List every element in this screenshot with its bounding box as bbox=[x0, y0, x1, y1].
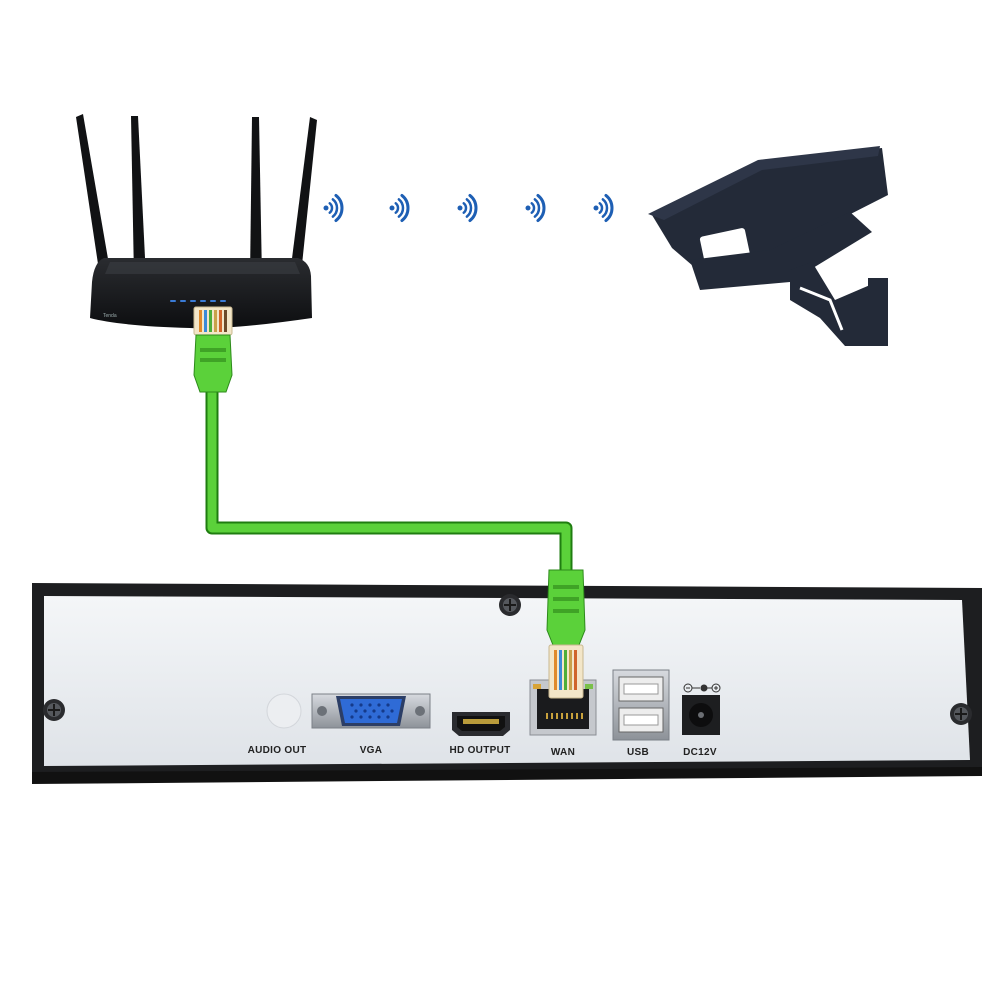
rj45-connector-router bbox=[193, 306, 233, 393]
antenna bbox=[76, 114, 112, 284]
router-body bbox=[90, 258, 312, 329]
nvr-bottom-edge bbox=[32, 767, 982, 784]
vga-port bbox=[311, 693, 431, 729]
wifi-router: Tenda bbox=[76, 114, 317, 329]
antenna bbox=[131, 116, 146, 278]
camera-body-lower bbox=[690, 212, 872, 290]
antenna bbox=[250, 117, 262, 278]
dc-power-port bbox=[682, 683, 721, 735]
hdmi-port bbox=[452, 712, 510, 736]
rj45-connector-nvr bbox=[546, 569, 586, 699]
wifi-signal-icon bbox=[323, 193, 344, 223]
screw-icon bbox=[950, 703, 972, 725]
camera-visor bbox=[648, 146, 880, 220]
router-status-leds bbox=[170, 300, 226, 302]
wifi-signal-icon bbox=[457, 193, 478, 223]
connector-wires bbox=[554, 650, 577, 690]
cable-line-fill bbox=[207, 385, 571, 575]
cable-line bbox=[205, 385, 573, 575]
router-antennas bbox=[76, 114, 317, 284]
screw-icon bbox=[499, 594, 521, 616]
wifi-signal-icon bbox=[593, 193, 614, 223]
router-brand-logo: Tenda bbox=[103, 313, 117, 319]
vga-label: VGA bbox=[360, 745, 383, 756]
port-labels: AUDIO OUT VGA HD OUTPUT WAN USB DC12V bbox=[248, 745, 717, 758]
hd-output-label: HD OUTPUT bbox=[449, 745, 510, 756]
audio-out-port bbox=[266, 693, 302, 729]
usb-ports bbox=[612, 669, 670, 741]
camera-mount-arm bbox=[790, 262, 888, 346]
usb-label: USB bbox=[627, 747, 649, 758]
wifi-signal-icon bbox=[389, 193, 410, 223]
polarity-icon bbox=[683, 683, 721, 693]
nvr-device: AUDIO OUT VGA HD OUTPUT WAN USB DC12V bbox=[32, 583, 982, 784]
wifi-signal-icon bbox=[525, 193, 546, 223]
wan-label: WAN bbox=[551, 747, 575, 758]
router-top-highlight bbox=[105, 262, 300, 274]
vga-pins bbox=[350, 703, 394, 719]
screw-icon bbox=[43, 699, 65, 721]
camera-arm-highlight bbox=[799, 286, 844, 331]
connector-wires bbox=[199, 310, 227, 332]
audio-out-label: AUDIO OUT bbox=[248, 745, 307, 756]
nvr-back-panel bbox=[44, 596, 970, 766]
cctv-camera-icon bbox=[648, 146, 888, 346]
ethernet-cable bbox=[205, 385, 573, 575]
wifi-signal-group bbox=[323, 193, 614, 223]
camera-mount-plate bbox=[868, 278, 888, 346]
antenna bbox=[289, 117, 317, 284]
dc12v-label: DC12V bbox=[683, 747, 717, 758]
